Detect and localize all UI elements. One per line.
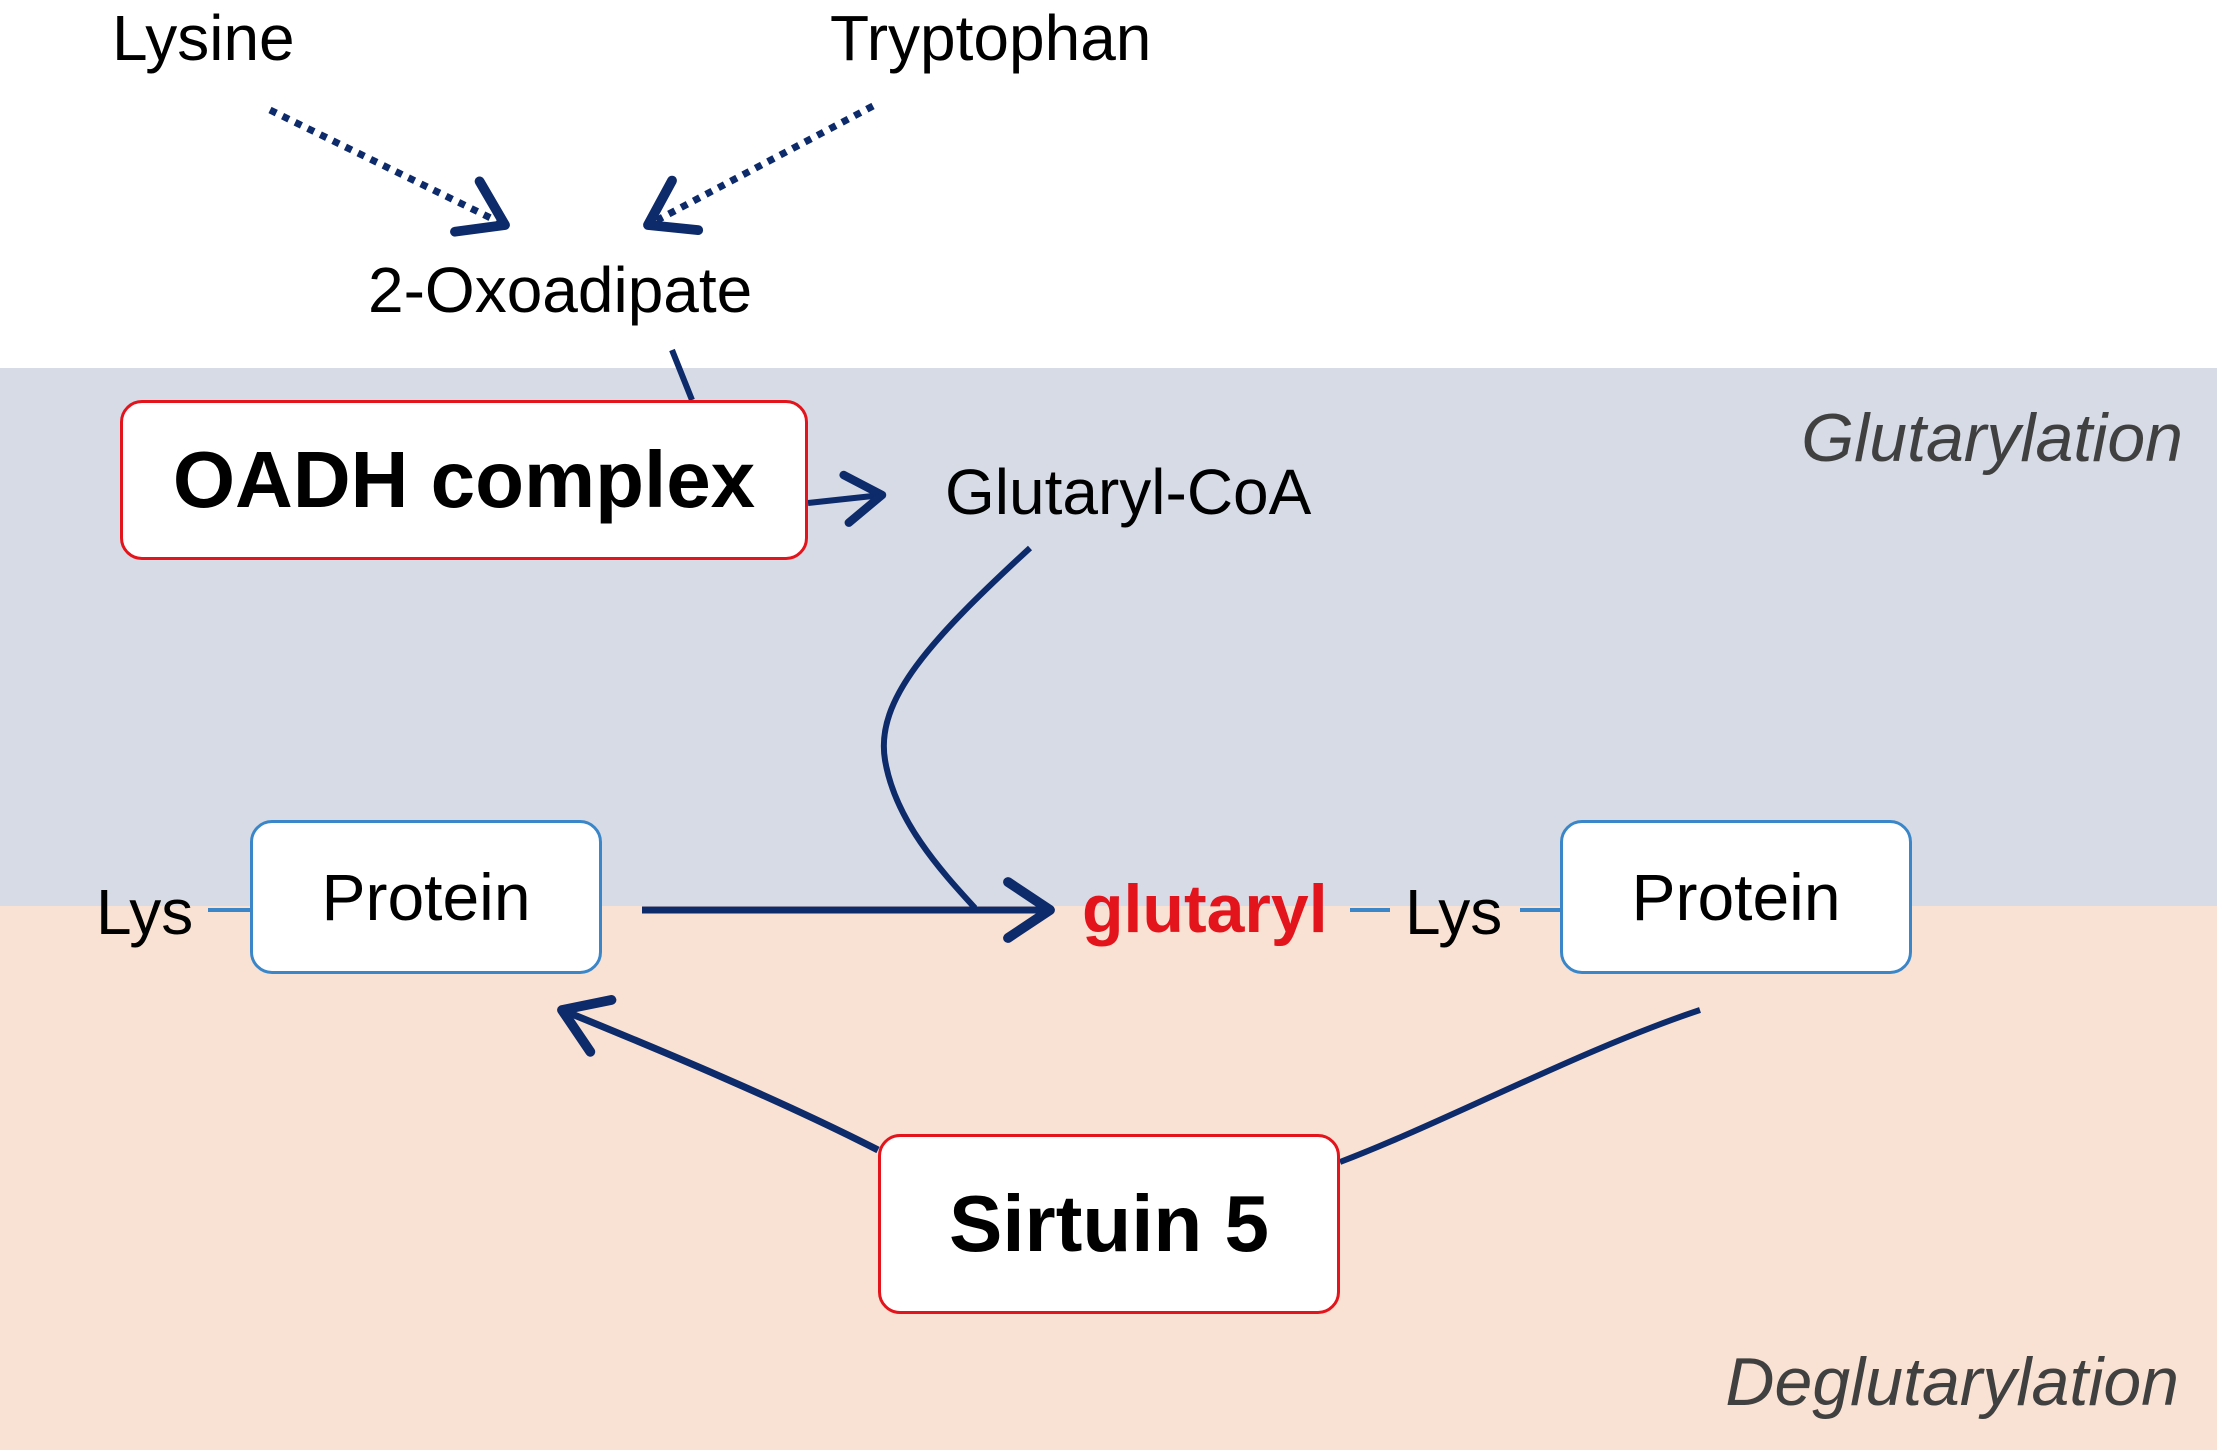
product-protein-box: Protein: [1560, 820, 1912, 974]
curve-protein-to-sirtuin: [1338, 1007, 1701, 1165]
substrate-protein-box: Protein: [250, 820, 602, 974]
sirtuin-5-box: Sirtuin 5: [878, 1134, 1340, 1314]
substrate-lys-label: Lys: [96, 876, 194, 948]
glutaryl-coa-label: Glutaryl-CoA: [945, 456, 1312, 528]
oxoadipate-label: 2-Oxoadipate: [368, 254, 753, 326]
glutaryl-modification-label: glutaryl: [1082, 871, 1328, 947]
curve-glutaryl-coa-to-reaction: [880, 545, 1033, 911]
arrow-deglutarylation: [557, 995, 880, 1154]
tryptophan-label: Tryptophan: [830, 2, 1152, 74]
arrow-oadh-to-glutaryl-coa: [807, 470, 887, 527]
product-lys-label: Lys: [1405, 876, 1503, 948]
oadh-complex-box: OADH complex: [120, 400, 808, 560]
arrow-lysine-to-oxoadipate: [268, 106, 510, 237]
connector-oxoadipate-to-oadh: [669, 348, 695, 402]
lysine-label: Lysine: [112, 2, 295, 74]
deglutarylation-title: Deglutarylation: [1725, 1344, 2179, 1420]
glutarylation-title: Glutarylation: [1801, 400, 2183, 476]
arrow-tryptophan-to-oxoadipate: [643, 102, 875, 236]
